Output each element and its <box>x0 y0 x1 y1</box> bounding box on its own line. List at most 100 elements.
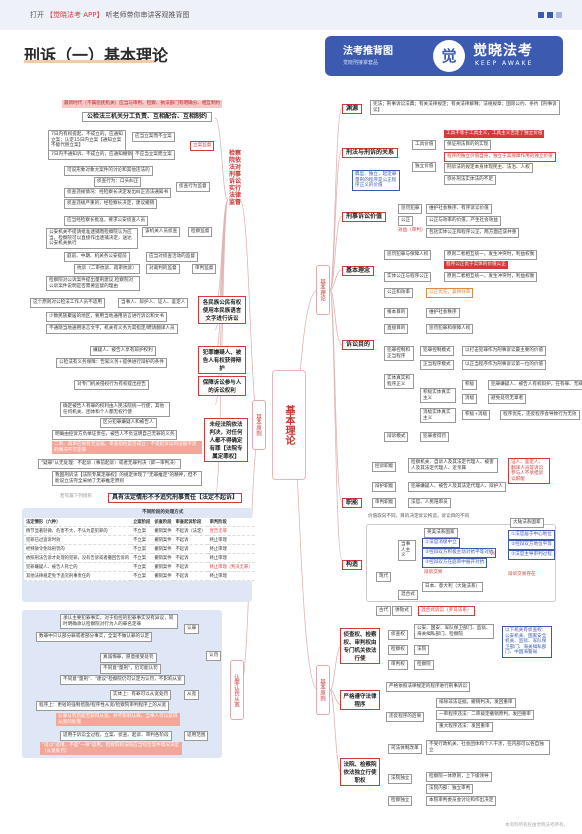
g1-item-1: 侦查权 <box>388 630 408 640</box>
purpose-item-1: 根本目的 <box>384 308 409 318</box>
structure-item-6: 日本、意大利（大陆法系） <box>422 582 484 592</box>
structure-title: 构造 <box>342 560 363 570</box>
relation-b: 程序的独立价值自身，独立于其保障作用的独立价值 <box>444 152 556 162</box>
relation-indep: 独立价值 <box>412 162 437 172</box>
exempt-prefix: 若有属下列情形 <box>60 494 93 499</box>
concept-item-1: 惩罚犯罪与保障人权 <box>384 250 432 260</box>
app-link[interactable]: 【觉晓法考 APP】 <box>46 11 104 19</box>
exempt-title: 具有法定情形不予追究刑事责任【法定不起诉】 <box>108 493 243 503</box>
principle-g3: 法院、检察院依法独立行使职权 <box>340 758 380 786</box>
presumption-item-1: 确定被告人有罪的权利由人民法院统一行使，其他任何机关、团体和个人都无权行使 <box>60 402 170 418</box>
footer-copyright: 本资料所有权由觉晓法考所有。 <box>505 823 568 828</box>
th-review: 审查起诉阶段 <box>173 518 208 527</box>
purpose-sub-2: 消极实体真实主义 <box>420 408 456 424</box>
lang-item-3: 少数民族聚居的地区，要用当地通用语言进行诉讼和文书 <box>46 312 167 322</box>
label-filing-supervision: 立案监督 <box>190 141 215 151</box>
label-trial: 审判监督 <box>192 264 217 274</box>
presumption-item-3: 明确由控诉方负举证责任，被告人不负证明自己无罪的义务 <box>52 430 178 440</box>
concept-text-1: 原则二者相互统一，发生冲突时，利益权衡 <box>444 250 538 260</box>
duty-item-3: 审判职能 <box>372 498 397 508</box>
rights-item: 对专门机关侵权行为有权提出控告 <box>74 380 149 390</box>
relation-tool: 工具价值 <box>412 140 437 150</box>
presumption-item-2: 区分犯罪嫌疑人和被告人 <box>100 418 157 428</box>
branch-basic-principle-right: 基本原则 <box>316 665 330 715</box>
relation-a: 工具不等于工具主义，工具主义否定了独立价值 <box>444 130 545 138</box>
table-row: 经特赦令免除刑罚的不立案撤销案件不起诉终止审理 <box>24 544 255 554</box>
purpose-item-3: 犯罪控制和正当程序 <box>384 346 414 362</box>
structure-header: 价值取向不同，目的决定诉讼构造，诉讼目的不同 <box>368 514 470 519</box>
brand-name: 法考推背图 <box>343 46 393 57</box>
top-suffix: 听老师带你串讲客观推背图 <box>105 11 190 19</box>
presumption-item-4: 二审、再审应视有无证据，审查指控是否成立；不提起诉讼的证据不足的情况不可定罪 <box>52 441 202 455</box>
lang-item-4: 不通晓当地通用语言文字，机关有义务为其指定/聘请翻译人员 <box>46 324 178 334</box>
supervision-header: 检察院依法对刑事诉讼实行法律监督 <box>228 150 241 206</box>
structure-t-6: ②控辩双方地位平等 <box>508 540 555 550</box>
principle-g1: 侦查权、检察权、审判权由专门机关依法行使 <box>340 628 380 664</box>
plea-item-1: 承认主要犯罪事实，对于指控的犯罪事实没有异议，同时明确承认检察院对行为人的罪名定… <box>60 614 178 630</box>
table-row: 犯罪嫌疑人、被告人死亡的不立案撤销案件不起诉终止审理（判决无罪） <box>24 562 255 572</box>
g1-item-2: 检察权 <box>388 645 408 655</box>
concept-text-2: 程序公正优于实体的价值公正 <box>444 261 508 269</box>
plea-item-2: 数罪中只认部分罪或者部分事实，全案不做认罪的认定 <box>36 632 153 642</box>
duty-title: 职能 <box>342 498 363 508</box>
branch-basic-theory-right: 基本理论 <box>316 265 330 315</box>
structure-ancient: 古代 <box>376 606 392 616</box>
value-item-1: 惩罚犯罪 <box>398 204 423 214</box>
source-title: 渊源 <box>342 104 363 114</box>
plea-item-6: 实体上：有罪可以从宽处罚 <box>110 690 172 700</box>
g3-item-2: 法院独立 <box>388 774 413 784</box>
concept-text-3: 原则二者相互统一，发生冲突时，利益权衡 <box>444 272 538 282</box>
duty-item-1: 控诉职能 <box>372 462 397 472</box>
g3-text-4: 本院审判委员会讨论和作出决定 <box>426 796 497 806</box>
g2-text-2: 排除非法证据，撤销判决，发回重审 <box>436 698 516 708</box>
table-row: 其他法律规定免予追究刑事责任的不立案撤销案件不起诉终止审理 <box>24 571 255 581</box>
g1-note: 以下机关有侦查权：公安机关、国家安全机关、监狱、军队保卫部门、海关缉私部门、中国… <box>502 626 552 658</box>
rights-principle: 保障诉讼参与人的诉讼权利 <box>198 376 246 396</box>
brand-logo-icon: 觉 <box>433 40 465 72</box>
brand-en: KEEP AWAKE <box>475 60 534 67</box>
supervision-item-4: 侦查行为：口头纠正 <box>94 177 142 187</box>
concept-title: 基本理念 <box>342 266 375 276</box>
purpose-sub-1: 积极实体真实主义 <box>420 388 456 404</box>
purpose-text-6: 以正当程序作为刑事诉讼第一位的价值 <box>462 360 547 370</box>
structure-t-7: ③法官主导审判过程 <box>508 550 555 560</box>
relation-title: 刑法与刑诉的关系 <box>342 148 399 158</box>
g3-item-1: 司法体制改革 <box>388 744 422 754</box>
purpose-text-12: 程序优先，违反程序会导致行为无效 <box>500 410 580 420</box>
duty-text-3: 法官、人民陪审员 <box>408 498 451 508</box>
plea-item-3: 真诚悔罪，愿意接受处罚 <box>100 653 157 663</box>
label-trial-supervision: 对裁判的监督 <box>146 264 180 274</box>
label-check-supervision: 检察监督 <box>188 227 213 237</box>
purpose-text-5: 以打击犯罪作为刑事诉讼最主要的价值 <box>462 346 547 356</box>
top-prefix: 打开 <box>30 11 44 19</box>
branch-plea-left: 认罪认罚从宽 <box>230 660 244 720</box>
g1-item-3: 审判权 <box>388 660 408 670</box>
purpose-item-2: 直接目的 <box>384 324 409 334</box>
plea-item-9: "可以"适用，不是"一律"适用。检察院和法院应当综合案件情况决定（从宽处罚） <box>40 742 182 756</box>
purpose-text-9: 消极 <box>462 394 478 404</box>
presumption-item-6: 我国刑诉法【法院专属定罪权】的规定体现了"无罪推定"的精神，但不能说立法完全采纳… <box>52 471 202 487</box>
brand-banner: 法考推背图 觉晓刑接掌套品 觉 觉晓法考 KEEP AWAKE <box>325 36 563 76</box>
g3-text-1: 不受行政机关、社会团体和个人干涉，在内部可以各自独立 <box>426 740 550 756</box>
value-title: 刑事诉讼价值 <box>342 212 387 222</box>
relation-note: 典型、独立，起定罪量刑的程序是公正程序正义的价值 <box>352 170 400 191</box>
supervision-item-3: 可说形象对象大案件的讨论和其他违法的 <box>64 166 153 176</box>
structure-t-1: ①法官消极中立 <box>422 538 460 548</box>
structure-t-3: ③控辩双方在庭审中展开对抗 <box>422 558 488 568</box>
lang-item-1: 这个原则对公检法工作人员不适用 <box>30 298 105 308</box>
th-investigation: 侦查阶段 <box>152 518 174 527</box>
structure-t-2: ②控辩双方积极主动对抗平等对抗 <box>422 548 497 558</box>
label-investigation-supervision: 侦查行为监督 <box>176 182 210 192</box>
g2-item-2: 违反程序的后果 <box>386 712 425 722</box>
exempt-table-panel: 不同阶段的处理方式 法定情形（六种） 立案阶段 侦查阶段 审查起诉阶段 审判阶段… <box>22 508 255 602</box>
title-underline <box>24 60 154 63</box>
plea-item-7: 程序上：更短的强制措施/程序性从宽/检察院审判程序上的从宽 <box>36 701 170 711</box>
branch-basic-principle-left: 基本原则 <box>252 400 266 450</box>
lang-principle: 各民族公民有权使用本民族语言文字进行诉讼 <box>198 296 246 324</box>
value-text-2: 公正与效率的价值，产生社会效益 <box>426 216 501 226</box>
duty-text-2: 犯罪嫌疑人、被告人及其法定代理人、辩护人 <box>408 482 506 492</box>
source-text: 宪法；刑事诉讼法典；有关法律规定；有关法律解释；法规规章；国际公约、条约【刑事诉… <box>370 100 560 116</box>
purpose-text-10: 避免处罚无辜者 <box>488 394 527 404</box>
value-item-2: 公正 <box>398 216 414 226</box>
principle-g2: 严格遵守法律程序 <box>340 690 380 710</box>
